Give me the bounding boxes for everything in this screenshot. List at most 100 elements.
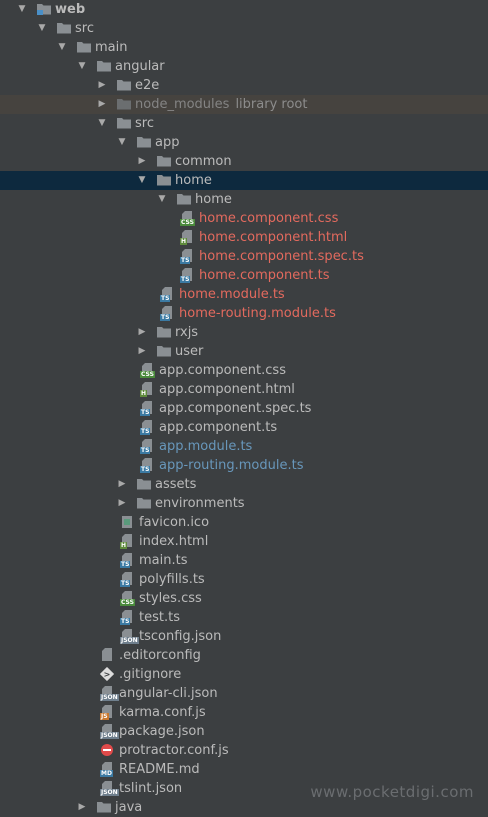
tree-item-label: styles.css bbox=[139, 591, 202, 606]
folder-row-web[interactable]: ▼ web bbox=[0, 0, 488, 19]
folder-icon bbox=[116, 78, 132, 93]
folder-row-rxjs[interactable]: ▶rxjs bbox=[0, 323, 488, 342]
expand-arrow-icon[interactable]: ▶ bbox=[138, 346, 146, 356]
tree-item-label: angular bbox=[115, 59, 165, 74]
expand-arrow-icon[interactable]: ▶ bbox=[118, 498, 126, 508]
typescript-file-icon: TS bbox=[120, 572, 136, 587]
svg-text:>: > bbox=[104, 670, 111, 679]
tree-item-label: package.json bbox=[119, 724, 205, 739]
file-row-protractor-conf-js[interactable]: protractor.conf.js bbox=[0, 741, 488, 760]
folder-icon bbox=[116, 116, 132, 131]
tree-item-label: home bbox=[175, 173, 212, 188]
expand-arrow-icon[interactable]: ▶ bbox=[138, 156, 146, 166]
folder-row-app[interactable]: ▼app bbox=[0, 133, 488, 152]
folder-icon bbox=[96, 800, 112, 815]
collapse-arrow-icon[interactable]: ▼ bbox=[158, 194, 166, 204]
file-row-gitignore[interactable]: >.gitignore bbox=[0, 665, 488, 684]
folder-icon bbox=[156, 325, 172, 340]
folder-row-common[interactable]: ▶common bbox=[0, 152, 488, 171]
collapse-arrow-icon[interactable]: ▼ bbox=[78, 61, 86, 71]
tree-item-label: home.component.html bbox=[199, 230, 348, 245]
folder-row-environments[interactable]: ▶environments bbox=[0, 494, 488, 513]
tree-item-label: web bbox=[55, 2, 86, 17]
tree-item-label: .editorconfig bbox=[119, 648, 201, 663]
typescript-file-icon: TS bbox=[140, 458, 156, 473]
collapse-arrow-icon[interactable]: ▼ bbox=[58, 42, 66, 52]
expand-arrow-icon[interactable]: ▶ bbox=[98, 80, 106, 90]
tree-item-label: home.component.css bbox=[199, 211, 339, 226]
folder-row-src[interactable]: ▼src bbox=[0, 114, 488, 133]
tree-item-label: karma.conf.js bbox=[119, 705, 206, 720]
tree-item-label: tslint.json bbox=[119, 781, 183, 796]
folder-icon bbox=[56, 21, 72, 36]
tree-item-label: protractor.conf.js bbox=[119, 743, 229, 758]
folder-icon bbox=[136, 477, 152, 492]
collapse-arrow-icon[interactable]: ▼ bbox=[98, 118, 106, 128]
folder-row-assets[interactable]: ▶ assets bbox=[0, 475, 488, 494]
tree-item-label: user bbox=[175, 344, 204, 359]
folder-row-e2e[interactable]: ▶e2e bbox=[0, 76, 488, 95]
tree-item-label: src bbox=[75, 21, 94, 36]
typescript-file-icon: TS bbox=[120, 610, 136, 625]
folder-row-src[interactable]: ▼ src bbox=[0, 19, 488, 38]
protractor-icon bbox=[100, 743, 116, 758]
collapse-arrow-icon[interactable]: ▼ bbox=[38, 23, 46, 33]
module-folder-icon bbox=[36, 2, 52, 17]
tree-item-label: tsconfig.json bbox=[139, 629, 222, 644]
config-file-icon bbox=[100, 648, 116, 663]
expand-arrow-icon[interactable]: ▶ bbox=[78, 802, 86, 812]
folder-row-home[interactable]: ▼home bbox=[0, 190, 488, 209]
collapse-arrow-icon[interactable]: ▼ bbox=[118, 137, 126, 147]
expand-arrow-icon[interactable]: ▶ bbox=[118, 479, 126, 489]
tree-item-label: README.md bbox=[119, 762, 200, 777]
collapse-arrow-icon[interactable]: ▼ bbox=[18, 4, 26, 14]
folder-icon bbox=[156, 344, 172, 359]
folder-row-angular[interactable]: ▼ angular bbox=[0, 57, 488, 76]
markdown-file-icon: MD bbox=[100, 762, 116, 777]
file-row-favicon-ico[interactable]: favicon.ico bbox=[0, 513, 488, 532]
typescript-file-icon: TS bbox=[160, 287, 176, 302]
folder-row-main[interactable]: ▼main bbox=[0, 38, 488, 57]
expand-arrow-icon[interactable]: ▶ bbox=[138, 327, 146, 337]
typescript-file-icon: TS bbox=[120, 553, 136, 568]
folder-row-home[interactable]: ▼ home bbox=[0, 171, 488, 190]
tree-item-label: test.ts bbox=[139, 610, 180, 625]
gitignore-icon: > bbox=[99, 666, 116, 682]
css-file-icon: CSS bbox=[120, 591, 136, 606]
image-file-icon bbox=[120, 515, 136, 530]
file-row-editorconfig[interactable]: .editorconfig bbox=[0, 646, 488, 665]
javascript-file-icon: JS bbox=[100, 705, 116, 720]
collapse-arrow-icon[interactable]: ▼ bbox=[138, 175, 146, 185]
folder-icon bbox=[136, 135, 152, 150]
expand-arrow-icon[interactable]: ▶ bbox=[98, 99, 106, 109]
tree-item-label: index.html bbox=[139, 534, 209, 549]
folder-row-user[interactable]: ▶ user bbox=[0, 342, 488, 361]
tree-item-label: assets bbox=[155, 477, 197, 492]
json-file-icon: JSON bbox=[100, 724, 119, 739]
